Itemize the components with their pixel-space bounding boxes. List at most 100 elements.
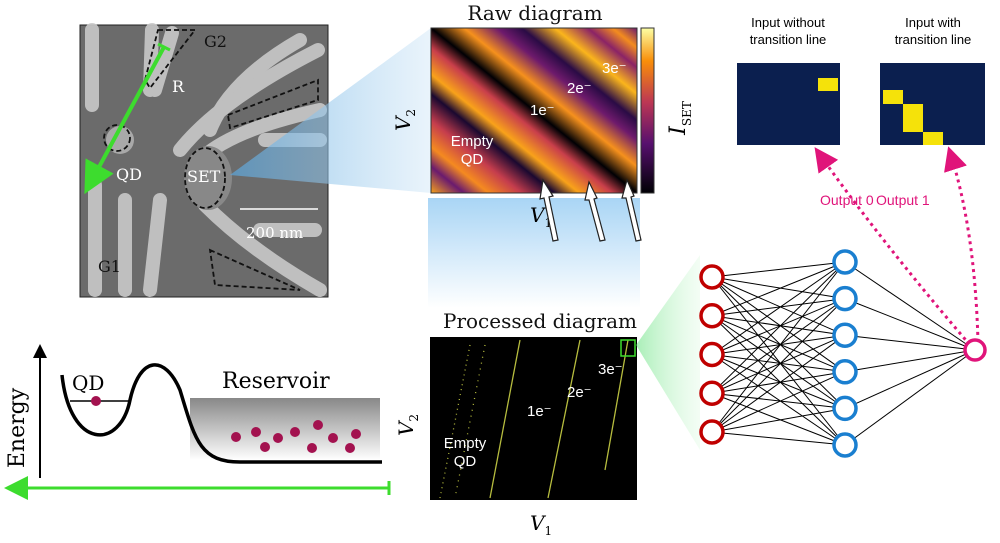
raw-x-label: V1 (530, 203, 552, 230)
patch-cone (636, 255, 700, 450)
raw-diagram: Raw diagram ISET V2 V1 Empty QD 1e⁻ 2e⁻ … (391, 1, 694, 242)
input-without-title: Input without (751, 15, 825, 30)
processing-band (428, 198, 640, 308)
neural-network (699, 249, 987, 458)
raw-qd-label: QD (461, 151, 484, 168)
label-g2: G2 (204, 32, 227, 51)
nn-hidden-node (832, 395, 858, 422)
raw-empty-label: Empty (451, 133, 494, 150)
nn-edge (711, 334, 846, 433)
energy-diagram: Energy QD Reservoir (4, 344, 391, 500)
output-0-label: Output 0 (820, 192, 874, 208)
nn-hidden-node (832, 285, 858, 312)
proc-empty-label: Empty (444, 435, 487, 452)
nn-edge (711, 298, 846, 317)
nn-edge (711, 298, 846, 355)
input-without-subtitle: transition line (750, 32, 827, 47)
nn-edge (711, 261, 846, 317)
potential-curve (60, 363, 382, 464)
nn-edge (844, 334, 976, 351)
nn-edge (711, 315, 846, 373)
nn-edge (711, 276, 846, 300)
nn-output-node (963, 338, 987, 362)
raw-title: Raw diagram (467, 1, 602, 25)
proc-2e-label: 2e⁻ (567, 384, 592, 401)
input-with-title: Input with (905, 15, 961, 30)
label-set: SET (187, 167, 221, 186)
nn-edge (711, 276, 846, 336)
proc-3e-label: 3e⁻ (598, 361, 623, 378)
scale-bar-label: 200 nm (246, 224, 303, 242)
raw-3e-label: 3e⁻ (602, 60, 627, 77)
reservoir-electrons (231, 420, 361, 453)
nn-hidden-node (832, 322, 858, 348)
nn-edge (844, 349, 976, 409)
selected-patch (620, 339, 636, 357)
raw-1e-label: 1e⁻ (530, 102, 555, 119)
nn-edge (711, 354, 846, 446)
nn-edge (711, 334, 846, 355)
zoom-cone (230, 28, 431, 193)
qd-electron (91, 396, 101, 406)
transition-arrows-icon (539, 178, 642, 242)
nn-hidden-node (832, 359, 858, 385)
colorbar (640, 27, 655, 194)
processed-diagram: Processed diagram Empty QD 1e⁻ 2e⁻ 3e⁻ V… (394, 309, 637, 538)
nn-input-node (699, 419, 725, 445)
proc-y-label: V2 (394, 414, 421, 436)
reservoir-label: Reservoir (222, 369, 330, 394)
label-r: R (172, 77, 185, 96)
nn-edge (844, 349, 976, 446)
nn-edge (844, 298, 976, 351)
nn-edge (711, 354, 846, 373)
nn-edge (711, 407, 846, 433)
label-qd: QD (116, 165, 142, 184)
nn-edge (711, 261, 846, 433)
nn-edge (711, 371, 846, 394)
energy-qd-label: QD (72, 371, 104, 395)
nn-edge (711, 276, 846, 409)
nn-edge (711, 315, 846, 409)
nn-edge (711, 392, 846, 409)
proc-qd-label: QD (454, 453, 477, 470)
nn-edge (711, 371, 846, 433)
nn-input-node (699, 264, 725, 290)
nn-edge (711, 261, 846, 394)
nn-edge (711, 261, 846, 278)
nn-edge (711, 276, 846, 446)
nn-edge (711, 276, 846, 373)
nn-edge (711, 261, 846, 355)
nn-edge (711, 298, 846, 433)
nn-hidden-node (832, 432, 858, 458)
raw-heatmap (430, 27, 638, 194)
nn-edge (711, 392, 846, 446)
input-without-image (737, 63, 840, 145)
processed-image (430, 337, 637, 500)
nn-input-node (699, 341, 725, 368)
raw-2e-label: 2e⁻ (567, 80, 592, 97)
colorbar-label: ISET (666, 101, 694, 136)
proc-1e-label: 1e⁻ (527, 403, 552, 420)
energy-axis-label: Energy (5, 387, 30, 468)
nn-edge (711, 334, 846, 394)
nn-edge (711, 354, 846, 409)
proc-x-label: V1 (530, 511, 552, 538)
output-0-arrow (814, 147, 972, 346)
input-examples: Input without transition line Input with… (737, 15, 985, 346)
nn-edge (711, 315, 846, 336)
nn-edge (711, 431, 846, 446)
nn-edge (711, 298, 846, 394)
nn-edge (844, 261, 976, 351)
green-arrow-icon (84, 46, 166, 195)
nn-edge (711, 315, 846, 446)
output-1-arrow (944, 146, 980, 343)
processed-title: Processed diagram (443, 309, 637, 333)
nn-edge (844, 349, 976, 373)
label-g1: G1 (98, 257, 121, 276)
input-with-subtitle: transition line (895, 32, 972, 47)
output-1-label: Output 1 (876, 192, 930, 208)
nn-input-node (699, 380, 725, 406)
nn-input-node (699, 303, 725, 329)
